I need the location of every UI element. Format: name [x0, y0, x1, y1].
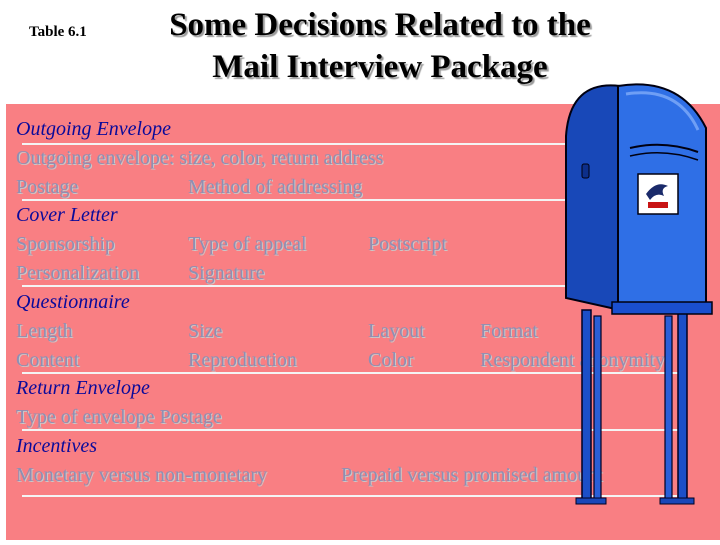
section-heading-questionnaire: Questionnaire — [16, 291, 130, 313]
divider — [22, 199, 572, 201]
mailbox-svg — [565, 83, 713, 505]
section-heading-cover-letter: Cover Letter — [16, 204, 118, 226]
list-item-cell: Length — [16, 320, 73, 342]
title-line-2: Mail Interview Package — [212, 49, 548, 85]
list-item-cell: Type of appeal — [188, 233, 307, 255]
list-item: Type of envelope Postage — [16, 406, 222, 428]
table-label: Table 6.1 — [29, 24, 87, 40]
list-item-cell: Format — [480, 320, 538, 342]
divider — [22, 372, 682, 374]
divider — [22, 285, 572, 287]
list-item: Outgoing envelope: size, color, return a… — [16, 147, 384, 169]
section-heading-outgoing-envelope: Outgoing Envelope — [16, 118, 171, 140]
list-item-cell: Size — [188, 320, 223, 342]
list-item-cell: Monetary versus non-monetary — [16, 464, 268, 486]
list-item-cell: Postscript — [368, 233, 447, 255]
divider — [22, 495, 677, 497]
divider — [22, 143, 572, 145]
section-heading-incentives: Incentives — [16, 435, 98, 457]
list-item-cell: Color — [368, 349, 414, 371]
list-item-cell: Respondent anonymity — [480, 349, 665, 371]
list-item-cell: Reproduction — [188, 349, 297, 371]
list-item-cell: Layout — [368, 320, 425, 342]
list-item-cell: Signature — [188, 262, 265, 284]
divider — [22, 429, 682, 431]
section-heading-return-envelope: Return Envelope — [16, 377, 150, 399]
list-item-cell: Personalization — [16, 262, 140, 284]
list-item-cell: Prepaid versus promised amount — [341, 464, 603, 486]
mailbox-icon — [560, 70, 720, 540]
list-item-cell: Method of addressing — [188, 176, 363, 198]
eagle-emblem-icon — [637, 173, 679, 215]
list-item-cell: Sponsorship — [16, 233, 115, 255]
list-item-cell: Postage — [16, 176, 79, 198]
page-title: Some Decisions Related to the Mail Inter… — [140, 4, 620, 88]
list-item-cell: Content — [16, 349, 80, 371]
title-line-1: Some Decisions Related to the — [169, 7, 591, 43]
